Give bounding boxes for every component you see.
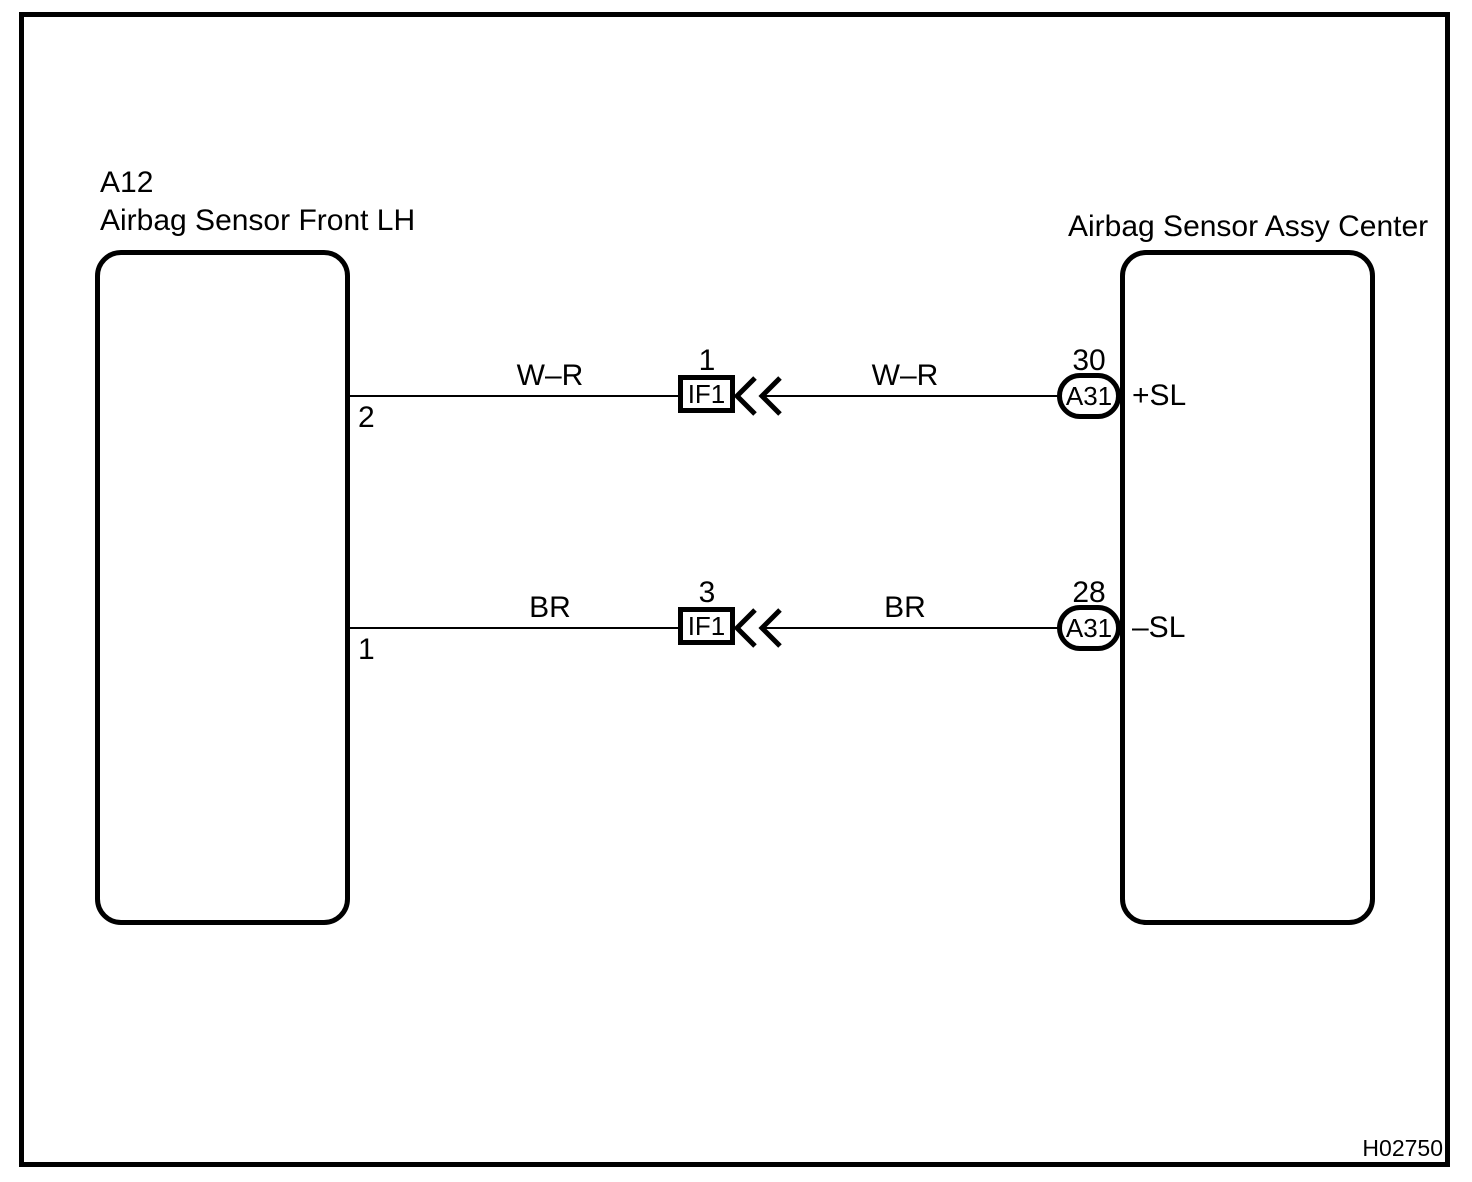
wire-segment [350, 395, 678, 397]
left-pin-number: 1 [358, 633, 375, 666]
center-pin-number: 30 [1072, 344, 1106, 377]
terminal-label: –SL [1132, 611, 1186, 644]
terminal-label: +SL [1132, 379, 1187, 412]
wire-color-label: W–R [516, 359, 584, 392]
left-component-code: A12 [100, 166, 154, 199]
wire-color-label: W–R [871, 359, 939, 392]
right-component-box [1120, 250, 1375, 925]
connector-direction-chevrons-icon [735, 608, 787, 648]
inline-connector-box: IF1 [678, 375, 735, 413]
wire-segment [787, 395, 1058, 397]
left-component-box [95, 250, 350, 925]
diagram-reference-code: H02750 [1362, 1135, 1443, 1161]
inline-connector-pin-number: 1 [698, 344, 716, 377]
center-connector-oval: A31 [1057, 373, 1121, 419]
inline-connector-pin-number: 3 [698, 576, 716, 609]
center-connector-oval: A31 [1057, 605, 1121, 651]
right-component-name: Airbag Sensor Assy Center [1068, 210, 1429, 243]
wire-segment [787, 627, 1058, 629]
left-component-name: Airbag Sensor Front LH [100, 204, 416, 237]
inline-connector-box: IF1 [678, 607, 735, 645]
wire-color-label: BR [529, 591, 571, 624]
center-pin-number: 28 [1072, 576, 1106, 609]
connector-direction-chevrons-icon [735, 376, 787, 416]
left-pin-number: 2 [358, 401, 375, 434]
wire-segment [350, 627, 678, 629]
wire-color-label: BR [884, 591, 926, 624]
